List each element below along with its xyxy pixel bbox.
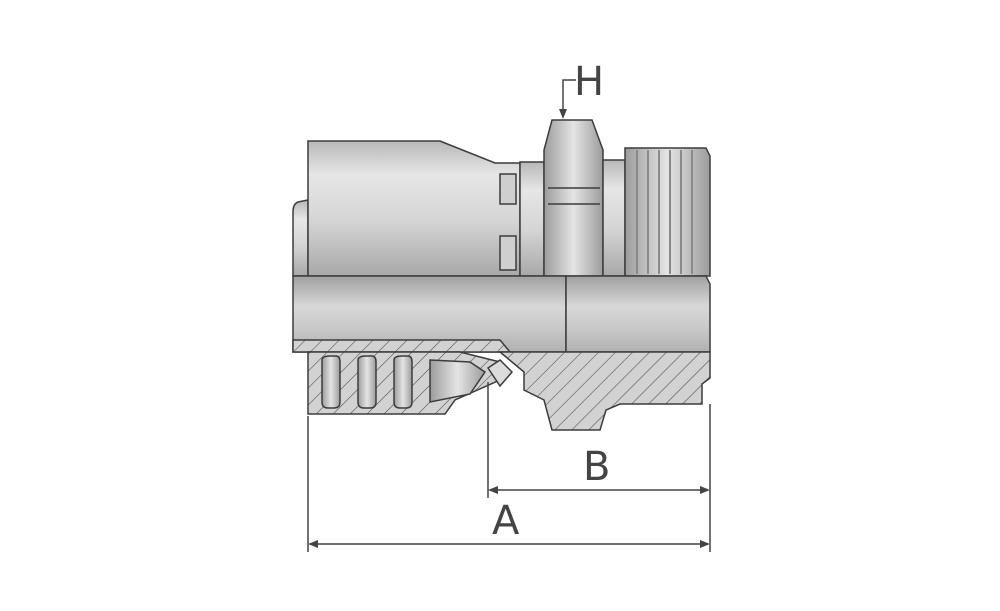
collar [519,161,545,277]
arrow-b-right [700,486,710,494]
fitting-exterior-half [292,119,711,277]
ferrule-socket [307,140,521,277]
dimension-lines [307,79,711,552]
nipple-body-section [497,351,711,431]
crimp-notch [486,359,514,388]
dimension-h-label: H [574,59,604,105]
thread-grooves [636,150,693,274]
socket-teeth [321,355,487,409]
dimension-a-label: A [492,498,520,544]
hose-stub [292,199,309,277]
arrow-b-left [488,486,498,494]
dimension-b-label: B [583,444,610,490]
arrow-a-left [308,540,318,548]
dimension-h-leader [562,79,576,112]
arrow-a-right [700,540,710,548]
fitting-section-half [292,339,711,431]
hex-nut [543,119,604,277]
bore-body [565,275,711,353]
socket-slot-lower [499,235,517,271]
fitting-bore [292,275,711,353]
male-thread [624,147,711,277]
thread-neck [602,159,626,277]
dimension-arrows [308,109,710,548]
insert-wall-section [292,339,512,353]
arrow-h-down [559,109,567,119]
socket-slot-upper [499,173,517,205]
